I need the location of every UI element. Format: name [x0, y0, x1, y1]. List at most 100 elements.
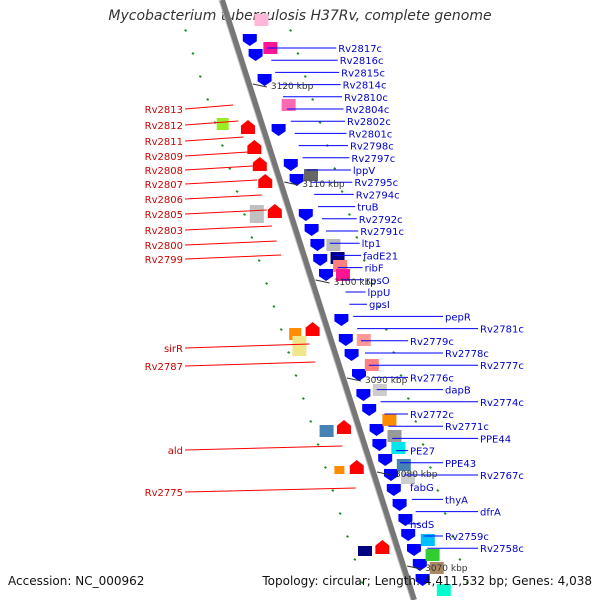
tick-mark — [465, 581, 469, 584]
gene-label-right: Rv2802c — [347, 117, 391, 128]
gene-label-right: Rv2778c — [445, 349, 489, 360]
reverse-gene-arrow — [304, 224, 319, 236]
gene-block — [254, 14, 269, 26]
tick-mark — [250, 236, 254, 239]
gene-block — [436, 584, 451, 596]
reverse-gene-arrow — [362, 404, 377, 416]
gene-label-right: Rv2815c — [341, 68, 385, 79]
gene-block — [429, 562, 444, 574]
gene-label-right: Rv2817c — [338, 44, 382, 55]
forward-gene-arrow — [252, 157, 267, 171]
genome-backbone — [219, 0, 417, 600]
reverse-gene-arrow — [334, 314, 349, 326]
gene-label-right: Rv2798c — [350, 142, 394, 153]
reverse-gene-arrow — [313, 254, 328, 266]
tick-mark — [414, 420, 418, 423]
reverse-gene-arrow — [298, 209, 313, 221]
reverse-gene-arrow — [271, 124, 286, 136]
tick-mark — [294, 374, 298, 377]
tick-mark — [198, 75, 202, 78]
gene-label-left: ald — [168, 446, 183, 457]
reverse-gene-arrow — [352, 369, 366, 381]
tick-mark — [346, 535, 349, 538]
gene-label-left: Rv2808 — [145, 166, 183, 177]
leader-line — [184, 487, 356, 493]
gene-label-right: Rv2797c — [351, 154, 395, 165]
tick-mark — [257, 259, 261, 262]
gene-block — [281, 99, 296, 111]
reverse-gene-arrow — [344, 349, 359, 361]
gene-block — [336, 269, 350, 281]
reverse-gene-arrow — [242, 34, 257, 46]
tick-mark — [355, 236, 359, 239]
gene-label-right: PPE44 — [480, 434, 511, 445]
leader-line — [184, 179, 258, 185]
gene-label-right: rpsO — [366, 276, 390, 287]
gene-label-right: ribF — [365, 264, 384, 275]
gene-label-left: Rv2803 — [145, 226, 183, 237]
tick-mark — [340, 190, 344, 193]
tick-mark — [311, 98, 315, 101]
kbp-label: 3110 kbp — [302, 180, 345, 190]
leader-line — [184, 254, 282, 260]
gene-block — [382, 414, 397, 426]
tick-mark — [235, 190, 239, 193]
tick-mark — [443, 512, 447, 515]
forward-gene-arrow — [247, 140, 262, 154]
reverse-gene-arrow — [248, 49, 263, 61]
tick-mark — [421, 443, 425, 446]
gene-label-right: truB — [357, 203, 378, 214]
kbp-label: 3120 kbp — [271, 82, 314, 92]
kbp-tick — [315, 279, 330, 284]
forward-gene-arrow — [349, 460, 364, 474]
gene-block — [396, 459, 411, 471]
gene-label-right: gpsI — [369, 300, 390, 311]
genome-backbone-edge — [218, 0, 412, 600]
tick-mark — [428, 466, 432, 469]
leader-line — [184, 209, 267, 215]
tick-mark — [331, 489, 335, 492]
gene-label-right: Rv2814c — [343, 81, 387, 92]
reverse-gene-arrow — [386, 484, 401, 496]
gene-label-left: Rv2807 — [145, 180, 183, 191]
gene-label-right: Rv2781c — [480, 325, 524, 336]
kbp-tick — [346, 377, 362, 382]
gene-label-right: Rv2794c — [356, 190, 400, 201]
tick-mark — [243, 213, 246, 216]
kbp-label: 3100 kbp — [334, 278, 377, 288]
leader-line — [184, 445, 343, 451]
gene-label-right: Rv2801c — [348, 129, 392, 140]
gene-label-left: Rv2805 — [145, 210, 183, 221]
tick-mark — [191, 52, 195, 55]
gene-block — [304, 169, 318, 181]
gene-block — [216, 118, 229, 130]
reverse-gene-arrow — [369, 424, 384, 436]
tick-mark — [287, 351, 291, 354]
leader-line — [184, 151, 249, 157]
tick-mark — [436, 489, 440, 492]
map-title: Mycobacterium tuberculosis H37Rv, comple… — [108, 8, 492, 24]
gene-block — [334, 466, 345, 474]
gene-label-right: lppV — [353, 166, 375, 177]
gene-label-right: Rv2777c — [480, 361, 524, 372]
gene-label-right: PE27 — [410, 447, 435, 458]
tick-mark — [384, 328, 388, 331]
reverse-gene-arrow — [283, 159, 298, 171]
gene-label-right: Rv2759c — [445, 532, 489, 543]
gene-label-right: Rv2758c — [480, 544, 524, 555]
gene-label-left: sirR — [164, 344, 183, 355]
forward-gene-arrow — [375, 540, 390, 554]
gene-label-left: Rv2813 — [145, 105, 183, 116]
tick-mark — [451, 535, 454, 538]
forward-gene-arrow — [267, 204, 282, 218]
gene-label-right: fadE21 — [363, 251, 398, 262]
forward-gene-arrow — [336, 420, 351, 434]
leader-line — [184, 343, 310, 349]
gene-label-right: dapB — [445, 386, 471, 397]
gene-block — [425, 549, 440, 561]
kbp-tick — [284, 181, 299, 186]
reverse-gene-arrow — [378, 454, 393, 466]
gene-label-right: Rv2779c — [410, 337, 454, 348]
gene-label-right: Rv2816c — [340, 56, 384, 67]
reverse-gene-arrow — [407, 544, 421, 556]
